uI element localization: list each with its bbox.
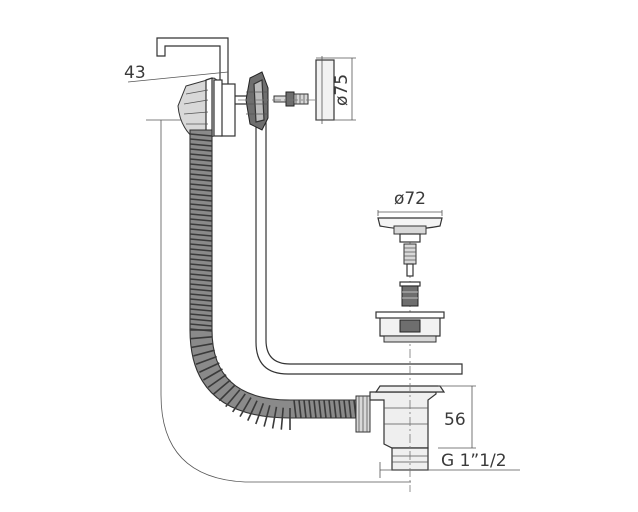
hose-rib (189, 138, 213, 142)
plug-insert (399, 281, 421, 307)
plug-spindle (403, 243, 417, 277)
hose-rib (189, 158, 213, 162)
outer-contour-line (160, 120, 411, 483)
overflow-cap-dim-line (316, 56, 356, 124)
hose-rib (303, 399, 307, 419)
hose-rib (318, 399, 322, 419)
hose-rib (189, 223, 213, 227)
hose-rib (189, 293, 213, 297)
hose-rib (191, 342, 214, 349)
hose-rib (333, 399, 337, 419)
hose-rib (189, 253, 213, 257)
overflow-grille (245, 71, 269, 131)
hose-rib (263, 405, 271, 427)
hose-rib (225, 389, 241, 408)
cable-mount-plate (220, 83, 236, 137)
overflow-screw (273, 91, 309, 107)
overflow-cap-diameter-label: ø75 (332, 74, 352, 106)
hose-rib (338, 399, 342, 419)
cable-tube-outer (156, 37, 463, 375)
hose-rib (189, 268, 213, 272)
hose-rib (271, 406, 278, 429)
hose-rib (255, 403, 265, 425)
waste-flange (375, 311, 445, 343)
outlet-thread-dim-line (379, 462, 520, 478)
hose-rib (189, 183, 213, 187)
hose-rib (202, 368, 223, 381)
hose-rib (189, 198, 213, 202)
hose-rib (189, 323, 213, 327)
hose-rib (328, 399, 332, 419)
hose-rib (189, 258, 213, 262)
outlet-thread-label: G 1”1/2 (441, 451, 507, 471)
hose-rib (189, 178, 213, 182)
waste-body (355, 385, 446, 471)
hose-rib (189, 173, 213, 177)
hose-rib (189, 143, 213, 147)
hose-rib (293, 399, 297, 419)
hose-rib (189, 248, 213, 252)
flexible-hose (189, 129, 359, 430)
hose-rib (189, 168, 213, 172)
hose-rib (189, 283, 213, 287)
hose-rib (247, 400, 258, 421)
hose-rib (207, 374, 227, 389)
hose-rib (190, 336, 213, 340)
overflow-depth-label: 43 (124, 63, 146, 83)
hose-rib (189, 303, 213, 307)
hose-rib (189, 218, 213, 222)
hose-rib (212, 379, 231, 395)
plug-cap-diameter-label: ø72 (394, 189, 426, 209)
hose-rib (298, 399, 302, 419)
hose-rib (199, 362, 220, 373)
hose-rib (189, 148, 213, 152)
hose-rib (239, 397, 252, 418)
waste-height-label: 56 (444, 410, 466, 430)
hose-rib (189, 318, 213, 322)
hose-rib (189, 308, 213, 312)
hose-rib (218, 384, 236, 402)
overflow-depth-dim-line (127, 71, 229, 83)
hose-rib (189, 213, 213, 217)
hose-rib (193, 349, 215, 357)
hose-rib (189, 313, 213, 317)
hose-rib (189, 263, 213, 267)
hose-rib (189, 188, 213, 192)
hose-rib (308, 399, 312, 419)
hose-rib (323, 399, 327, 419)
hose-rib (231, 393, 246, 413)
hose-rib (189, 233, 213, 237)
hose-rib (189, 133, 213, 137)
hose-rib (189, 208, 213, 212)
waste-height-dim-line (438, 385, 476, 449)
plug-cap-dim-line (377, 210, 443, 216)
hose-rib (189, 228, 213, 232)
hose-rib (313, 399, 317, 419)
hose-rib (189, 163, 213, 167)
hose-rib (280, 407, 284, 430)
hose-rib (189, 273, 213, 277)
plug-cap (377, 217, 443, 243)
hose-rib (189, 278, 213, 282)
hose-rib (189, 298, 213, 302)
hose-rib (189, 238, 213, 242)
hose-rib (343, 399, 347, 419)
hose-rib (189, 243, 213, 247)
hose-rib (189, 288, 213, 292)
hose-rib (189, 153, 213, 157)
hose-rib (189, 193, 213, 197)
overflow-elbow (177, 77, 223, 141)
hose-rib (348, 399, 352, 419)
hose-rib (189, 203, 213, 207)
hose-rib (195, 355, 217, 365)
